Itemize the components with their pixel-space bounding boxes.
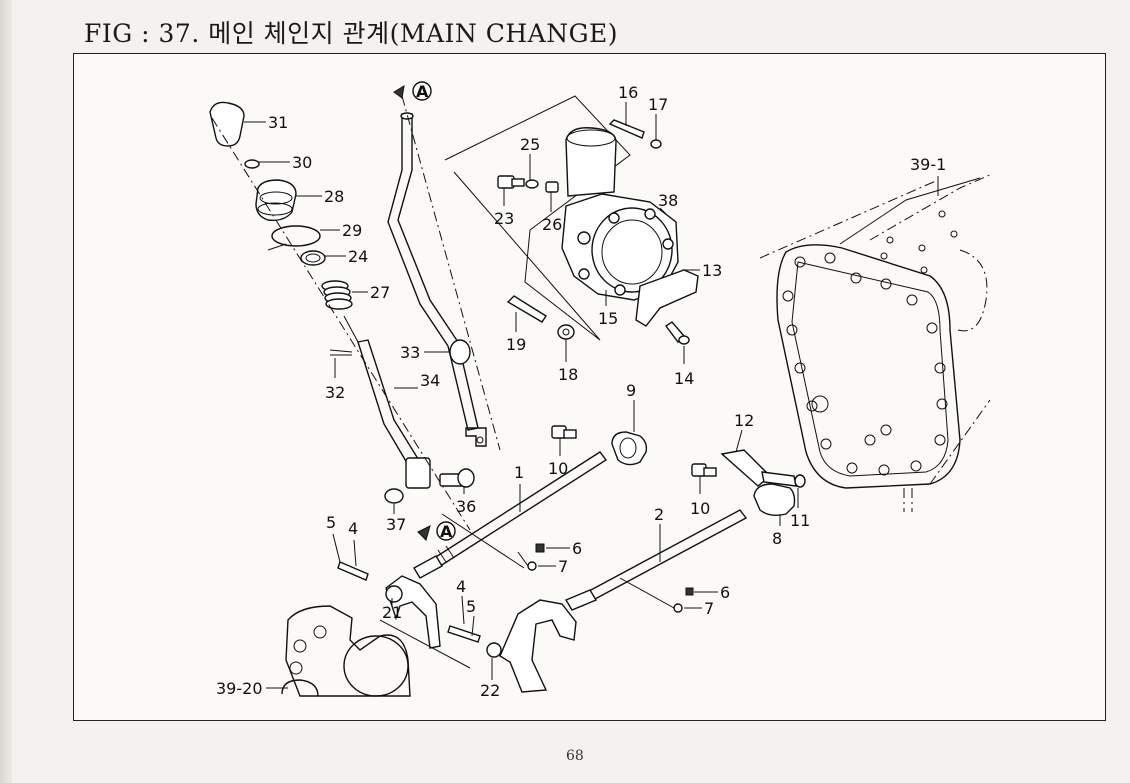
callout-5-rod2: 5 [466, 597, 476, 616]
callout-13: 13 [702, 261, 722, 280]
callout-29: 29 [342, 221, 362, 240]
callout-25: 25 [520, 135, 540, 154]
callout-37: 37 [386, 515, 406, 534]
callout-labels: 31 30 28 29 24 27 32 34 33 16 17 25 23 2… [216, 83, 946, 700]
callout-31: 31 [268, 113, 288, 132]
callout-27: 27 [370, 283, 390, 302]
callout-23: 23 [494, 209, 514, 228]
transmission-case [759, 173, 993, 512]
callout-10-rod2: 10 [690, 499, 710, 518]
reference-marker-a-top: A [393, 81, 432, 101]
shift-rod-2-assembly [447, 449, 806, 693]
callout-6-rod2: 6 [720, 583, 730, 602]
callout-18: 18 [558, 365, 578, 384]
callout-26: 26 [542, 215, 562, 234]
callout-39-1: 39-1 [910, 155, 946, 174]
page-title: FIG : 37. 메인 체인지 관계(MAIN CHANGE) [84, 19, 619, 48]
callout-16: 16 [618, 83, 638, 102]
callout-12: 12 [734, 411, 754, 430]
callout-19: 19 [506, 335, 526, 354]
svg-text:A: A [416, 82, 429, 101]
reference-marker-a-bottom: A [417, 521, 456, 541]
shift-lever-housing [444, 95, 699, 345]
callout-7-rod1: 7 [558, 557, 568, 576]
callout-11: 11 [790, 511, 810, 530]
callout-2: 2 [654, 505, 664, 524]
callout-17: 17 [648, 95, 668, 114]
callout-22: 22 [480, 681, 500, 700]
callout-4-rod2: 4 [456, 577, 466, 596]
gear-shift-lever-assembly [209, 101, 475, 531]
callout-38: 38 [658, 191, 678, 210]
callout-28: 28 [324, 187, 344, 206]
callout-34: 34 [420, 371, 440, 390]
shift-rod-1-assembly [337, 425, 648, 649]
page-binding-edge [0, 0, 12, 783]
page-number: 68 [566, 748, 584, 764]
callout-9: 9 [626, 381, 636, 400]
callout-24: 24 [348, 247, 368, 266]
callout-4-rod1: 4 [348, 519, 358, 538]
callout-6-rod1: 6 [572, 539, 582, 558]
callout-14: 14 [674, 369, 694, 388]
lower-gearbox [281, 605, 471, 697]
svg-text:A: A [440, 522, 453, 541]
callout-10-rod1: 10 [548, 459, 568, 478]
callout-7-rod2: 7 [704, 599, 714, 618]
callout-30: 30 [292, 153, 312, 172]
callout-39-20: 39-20 [216, 679, 263, 698]
callout-21: 21 [382, 603, 402, 622]
callout-8: 8 [772, 529, 782, 548]
callout-5-rod1: 5 [326, 513, 336, 532]
callout-15: 15 [598, 309, 618, 328]
callout-36: 36 [456, 497, 476, 516]
callout-1: 1 [514, 463, 524, 482]
callout-32: 32 [325, 383, 345, 402]
shift-rod-assembly [387, 95, 501, 451]
callout-33: 33 [400, 343, 420, 362]
